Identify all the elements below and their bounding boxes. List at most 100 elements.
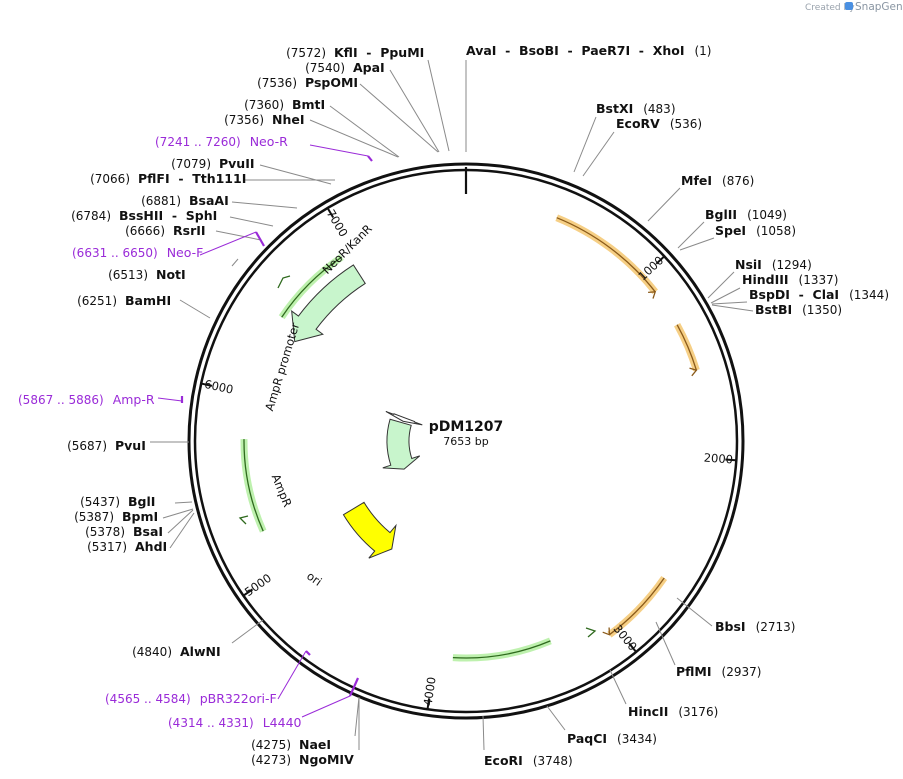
site-label-ngomiv: (4273)NgoMIV [251, 752, 354, 767]
site-position: (1294) [772, 258, 812, 272]
primer-name: L4440 [263, 715, 302, 730]
tick-label: 4000 [421, 676, 439, 707]
site-position: (536) [670, 117, 702, 131]
credit-brand: SnapGene [855, 1, 903, 13]
site-label-hincii: HincII (3176) [628, 704, 718, 719]
site-label-naei: (4275) NaeI [251, 737, 331, 752]
feature-label-ampr: AmpR [269, 472, 295, 509]
site-label-bstbi: BstBI (1350) [755, 302, 842, 317]
primer-name: Neo-F [167, 245, 204, 260]
site-label-kfli: (7572) KflI - PpuMI [286, 45, 424, 60]
site-position: (6513) [108, 268, 148, 282]
site-leader-line [259, 164, 332, 185]
site-position: (6881) [141, 194, 181, 208]
primer-name: Amp-R [113, 392, 155, 407]
site-label-nhei: (7356)NheI [224, 112, 304, 127]
site-label-bamhi: (6251)BamHI [77, 293, 171, 308]
site-position: (7356) [224, 113, 264, 127]
site-position: (1) [694, 44, 711, 58]
site-leader-line [546, 705, 566, 731]
primer-range: (4314 .. 4331) [168, 716, 254, 730]
tick-label: 3000 [611, 622, 640, 654]
site-label-bglii: BglII(1049) [705, 207, 787, 222]
site-position: (7572) [286, 46, 326, 60]
site-name: EcoRI [484, 753, 523, 768]
site-label-pvuii: (7079)PvuII [171, 156, 254, 171]
site-leader-line [677, 221, 705, 249]
site-name: NaeI [299, 737, 331, 752]
site-name: ApaI [353, 60, 385, 75]
feature-label-ori: ori [304, 569, 324, 589]
site-position: (7066) [90, 172, 130, 186]
primer-leader-line [301, 695, 351, 718]
primer-labels: (7241 .. 7260)Neo-R(6631 .. 6650)Neo-F(5… [18, 134, 302, 730]
orf-arrows [238, 214, 700, 662]
site-label-pspomi: (7536)PspOMI [257, 75, 358, 90]
feature-label-ampr-promoter: AmpR promoter [262, 321, 302, 413]
site-name: HincII [628, 704, 668, 719]
site-name: PflFI - Tth111I [138, 171, 246, 186]
orf-arrow-line [452, 640, 551, 659]
primer-range: (6631 .. 6650) [72, 246, 158, 260]
site-name: BssHII - SphI [119, 208, 217, 223]
site-label-mfei: MfeI(876) [681, 173, 754, 188]
site-leader-line [359, 83, 439, 153]
site-leader-line [174, 501, 193, 504]
site-label-bsaai: (6881) BsaAI [141, 193, 229, 208]
tick-mark [628, 642, 638, 654]
site-leader-line [707, 271, 735, 299]
site-position: (5378) [85, 525, 125, 539]
tick-mark [725, 458, 738, 462]
site-position: (2713) [756, 620, 796, 634]
site-label-spei: SpeI (1058) [715, 223, 796, 238]
site-label-apai: (7540)ApaI [305, 60, 385, 75]
site-position: (4840) [132, 645, 172, 659]
site-name: BsaAI [189, 193, 229, 208]
backbone-outer-strand [187, 162, 745, 720]
site-position: (6784) [71, 209, 111, 223]
orf-arrow-head [689, 367, 698, 377]
site-leader-line [162, 508, 194, 519]
site-position: (4275) [251, 738, 291, 752]
tick-mark [426, 698, 431, 711]
orf-arrow-head [602, 627, 611, 636]
site-position: (5687) [67, 439, 107, 453]
site-name: SpeI [715, 223, 746, 238]
site-label-bspdi: BspDI - ClaI(1344) [749, 287, 889, 302]
primer-binding-mark [305, 650, 311, 656]
tick-mark [199, 382, 213, 387]
site-leader-line [711, 304, 754, 312]
orf-arrow-line [281, 256, 343, 318]
site-label-rsrii: (6666)RsrII [125, 223, 205, 238]
primer-binding-mark [255, 231, 265, 247]
site-leader-line [309, 119, 399, 158]
primer-name: pBR322ori-F [200, 691, 277, 706]
site-name: BbsI [715, 619, 746, 634]
site-leader-line [229, 216, 274, 227]
site-leader-line [609, 669, 627, 705]
site-label-pvui: (5687)PvuI [67, 438, 146, 453]
site-leader-line [676, 597, 713, 627]
site-label-bsai: (5378) BsaI [85, 524, 163, 539]
primer-range: (7241 .. 7260) [155, 135, 241, 149]
site-position: (5317) [87, 540, 127, 554]
site-name: NsiI [735, 257, 762, 272]
site-position: (7360) [244, 98, 284, 112]
tick-mark [326, 206, 335, 218]
site-position: (483) [643, 102, 675, 116]
site-position: (1058) [756, 224, 796, 238]
site-position: (3748) [533, 754, 573, 768]
site-label-pflmi: PflMI(2937) [676, 664, 761, 679]
site-position: (3176) [678, 705, 718, 719]
primer-binding-mark [367, 155, 373, 162]
site-name: BsaI [133, 524, 163, 539]
site-position: (1350) [802, 303, 842, 317]
site-name: PflMI [676, 664, 712, 679]
orf-arrow-glow [240, 439, 267, 533]
site-name: EcoRV [616, 116, 660, 131]
site-name: KflI - PpuMI [334, 45, 424, 60]
site-leader-line [679, 237, 715, 251]
site-name: BstBI [755, 302, 792, 317]
site-label-pflfi: (7066) PflFI - Tth111I [90, 171, 246, 186]
site-leader-line [329, 105, 400, 158]
